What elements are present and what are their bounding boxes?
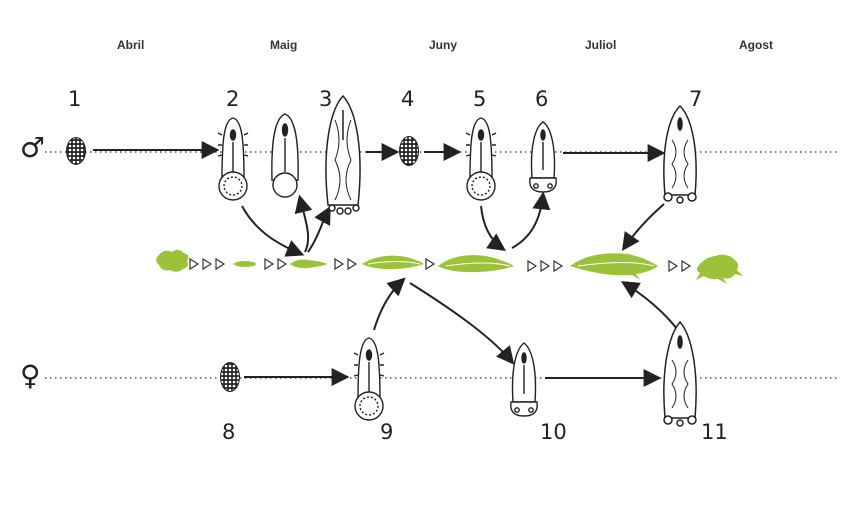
stage-7-adult: [663, 104, 697, 204]
host-row: [156, 249, 743, 284]
arrow-host-to-2b: [294, 194, 313, 253]
arrow-9-to-host: [373, 277, 406, 331]
arrow-2-to-host: [241, 205, 305, 257]
stage-11-adult: [663, 320, 697, 427]
host-larva-1: [234, 261, 256, 267]
host-egg-mass: [156, 249, 189, 272]
stage-number-8: 8: [222, 420, 236, 444]
stage-9-larva: [353, 337, 385, 421]
month-abril: Abril: [117, 38, 145, 52]
stage-10-juvenile: [510, 342, 538, 417]
stage-4-egg: [399, 136, 419, 166]
male-symbol: ♂: [20, 131, 46, 164]
host-tadpole-1: [290, 259, 328, 269]
arrow-host-to-3: [307, 205, 331, 253]
progression-triangles: [189, 257, 692, 273]
month-agost: Agost: [739, 38, 773, 52]
arrow-host-to-10: [409, 282, 515, 365]
stage-number-4: 4: [401, 87, 415, 111]
stage-number-3: 3: [319, 87, 333, 111]
month-juliol: Juliol: [585, 38, 617, 52]
stage-number-11: 11: [701, 420, 728, 444]
stage-number-10: 10: [540, 420, 567, 444]
host-froglet: [696, 254, 743, 284]
stage-8-egg: [220, 362, 240, 392]
stage-number-9: 9: [380, 420, 394, 444]
host-tadpole-4: [570, 253, 658, 280]
stage-6-juvenile: [529, 121, 557, 193]
arrow-5-to-host: [480, 205, 506, 252]
host-tadpole-3: [438, 255, 514, 273]
month-juny: Juny: [429, 38, 458, 52]
arrow-host-to-6: [511, 191, 551, 249]
stage-number-6: 6: [535, 87, 549, 111]
arrow-11-to-host: [620, 281, 681, 334]
host-tadpole-2: [362, 255, 424, 270]
stage-number-2: 2: [226, 87, 240, 111]
stage-3-adult: [325, 94, 361, 215]
stage-number-7: 7: [689, 87, 703, 111]
stage-2b-juvenile: [271, 113, 299, 198]
stage-number-5: 5: [473, 87, 487, 111]
stage-2-larva: [217, 117, 249, 201]
stage-number-1: 1: [68, 87, 82, 111]
month-maig: Maig: [270, 38, 298, 52]
arrow-7-to-host: [621, 203, 665, 251]
female-symbol: ♀: [20, 359, 41, 392]
stage-1-egg: [66, 137, 86, 165]
stage-5-larva: [465, 117, 497, 201]
